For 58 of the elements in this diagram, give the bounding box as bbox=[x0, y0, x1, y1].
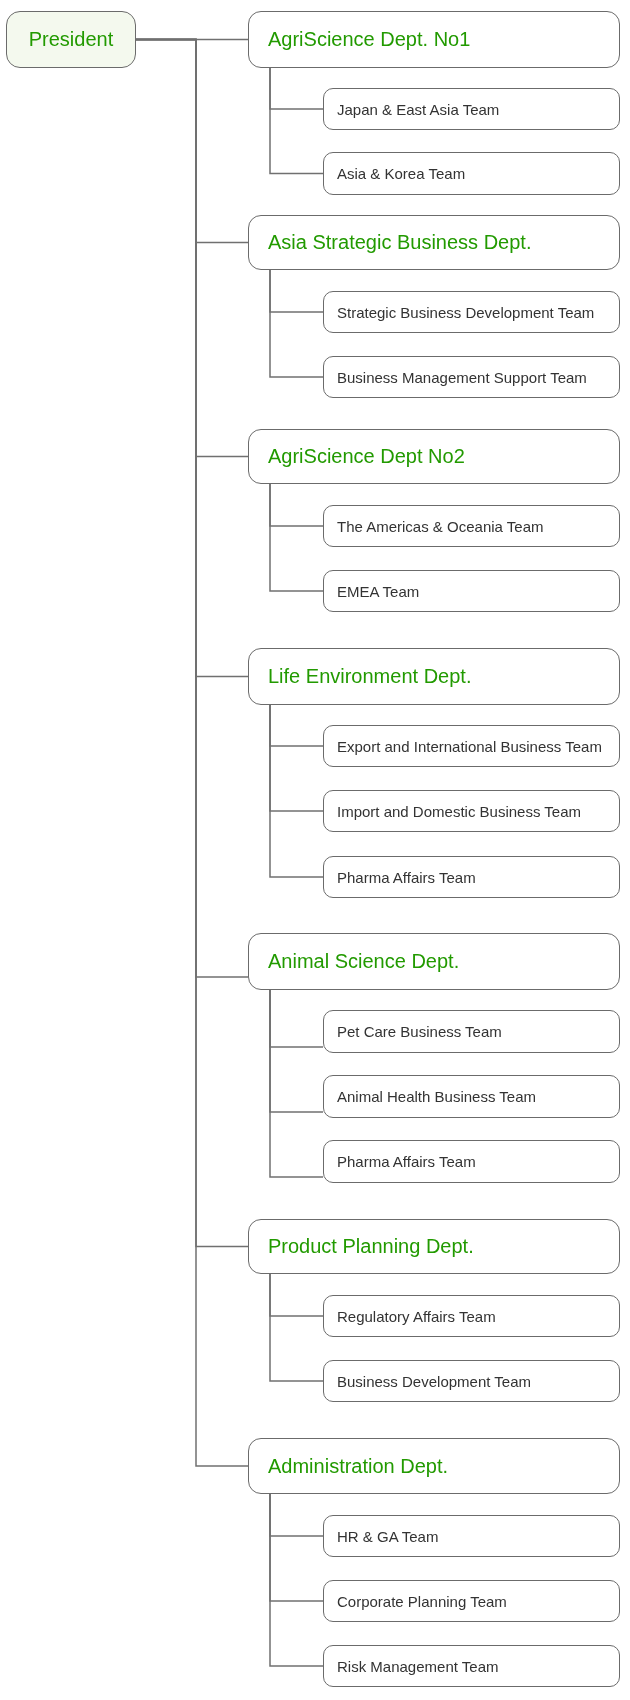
team-box bbox=[323, 1645, 620, 1687]
department-box bbox=[248, 1438, 620, 1494]
connector-line bbox=[269, 704, 324, 878]
team-box bbox=[323, 1515, 620, 1557]
team-box bbox=[323, 725, 620, 767]
connector-line bbox=[269, 483, 324, 592]
team-name: The Americas & Oceania Team bbox=[337, 517, 544, 535]
team-name: Corporate Planning Team bbox=[337, 1592, 507, 1610]
team-name: HR & GA Team bbox=[337, 1527, 439, 1545]
department-name: Asia Strategic Business Dept. bbox=[268, 231, 532, 254]
president-title: President bbox=[28, 28, 114, 51]
team-box bbox=[323, 1140, 620, 1183]
team-name: EMEA Team bbox=[337, 582, 420, 600]
team-box bbox=[323, 356, 620, 398]
team-name: Business Development Team bbox=[337, 1372, 531, 1390]
team-box bbox=[323, 790, 620, 832]
team-name: Pet Care Business Team bbox=[337, 1023, 502, 1040]
team-box bbox=[323, 152, 620, 195]
team-name: Business Management Support Team bbox=[337, 368, 587, 386]
team-name: Asia & Korea Team bbox=[337, 165, 466, 182]
team-box bbox=[323, 1295, 620, 1337]
team-name: Pharma Affairs Team bbox=[337, 868, 476, 886]
department-name: Administration Dept. bbox=[268, 1454, 449, 1478]
team-box bbox=[323, 505, 620, 547]
department-name: Animal Science Dept. bbox=[268, 950, 460, 973]
department-box bbox=[248, 933, 620, 990]
department-box bbox=[248, 648, 620, 705]
team-name: Export and International Business Team bbox=[337, 737, 602, 755]
connector-line bbox=[269, 1273, 324, 1382]
department-name: AgriScience Dept No2 bbox=[268, 445, 465, 468]
department-box bbox=[248, 429, 620, 484]
team-box bbox=[323, 291, 620, 333]
department-name: AgriScience Dept. No1 bbox=[268, 28, 471, 51]
president-box bbox=[6, 11, 136, 68]
team-box bbox=[323, 1010, 620, 1053]
team-box bbox=[323, 1075, 620, 1118]
team-box bbox=[323, 1580, 620, 1622]
connector-line bbox=[269, 67, 324, 175]
department-box bbox=[248, 11, 620, 68]
team-name: Import and Domestic Business Team bbox=[337, 802, 581, 820]
team-box bbox=[323, 856, 620, 898]
team-name: Risk Management Team bbox=[337, 1657, 499, 1675]
connector-line bbox=[269, 1493, 324, 1667]
team-box bbox=[323, 88, 620, 130]
department-box bbox=[248, 215, 620, 270]
department-box bbox=[248, 1219, 620, 1274]
department-name: Life Environment Dept. bbox=[268, 665, 472, 688]
team-name: Animal Health Business Team bbox=[337, 1088, 536, 1105]
team-name: Strategic Business Development Team bbox=[337, 303, 595, 321]
team-box bbox=[323, 1360, 620, 1402]
team-box bbox=[323, 570, 620, 612]
connector-line bbox=[135, 38, 249, 1467]
team-name: Japan & East Asia Team bbox=[337, 100, 500, 118]
team-name: Pharma Affairs Team bbox=[337, 1153, 476, 1170]
connector-line bbox=[269, 989, 324, 1178]
team-name: Regulatory Affairs Team bbox=[337, 1307, 496, 1325]
connector-line bbox=[269, 269, 324, 378]
department-name: Product Planning Dept. bbox=[268, 1235, 474, 1258]
